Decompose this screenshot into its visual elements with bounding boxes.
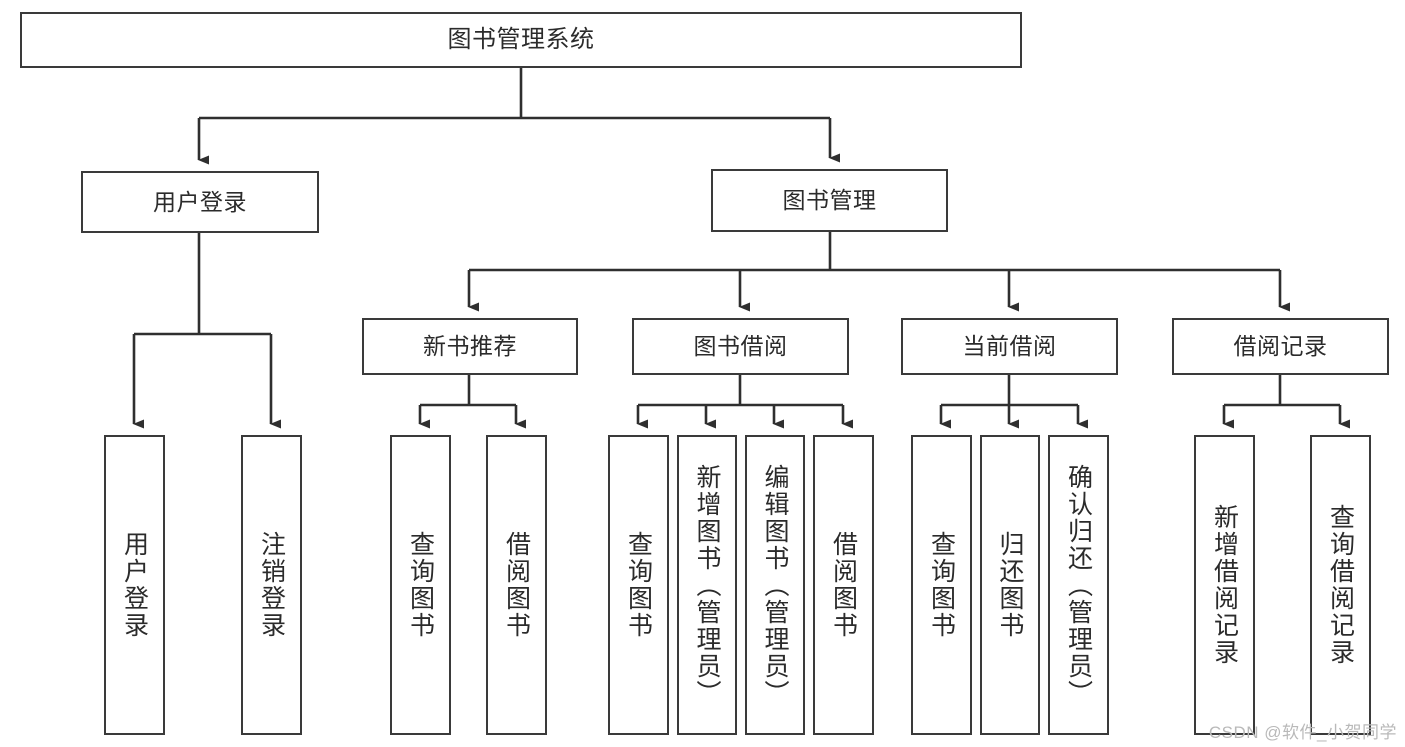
node-book-borrow-label: 图书借阅 bbox=[693, 333, 788, 359]
node-leaf-query-book-3[interactable]: 查询图书 bbox=[911, 435, 972, 735]
node-book-management[interactable]: 图书管理 bbox=[711, 169, 948, 232]
node-borrow-record[interactable]: 借阅记录 bbox=[1172, 318, 1389, 375]
node-leaf-query-book-1-label: 查询图书 bbox=[406, 531, 435, 639]
node-leaf-borrow-book-1-label: 借阅图书 bbox=[502, 531, 531, 639]
node-user-login[interactable]: 用户登录 bbox=[81, 171, 319, 233]
node-leaf-edit-book-admin[interactable]: 编辑图书（管理员） bbox=[745, 435, 805, 735]
node-book-management-label: 图书管理 bbox=[782, 187, 877, 213]
node-leaf-return-book-label: 归还图书 bbox=[996, 531, 1024, 639]
node-leaf-add-book-admin[interactable]: 新增图书（管理员） bbox=[677, 435, 737, 735]
node-leaf-logout-login-label: 注销登录 bbox=[257, 531, 286, 639]
node-leaf-confirm-return-admin-label: 确认归还（管理员） bbox=[1064, 463, 1093, 707]
node-root-label: 图书管理系统 bbox=[447, 26, 595, 53]
node-leaf-query-book-2-label: 查询图书 bbox=[624, 531, 653, 639]
node-leaf-add-borrow-record[interactable]: 新增借阅记录 bbox=[1194, 435, 1255, 735]
node-new-book-recommend-label: 新书推荐 bbox=[423, 333, 517, 359]
node-book-borrow[interactable]: 图书借阅 bbox=[632, 318, 849, 375]
node-leaf-query-borrow-record-label: 查询借阅记录 bbox=[1326, 504, 1355, 666]
node-root-book-management-system[interactable]: 图书管理系统 bbox=[20, 12, 1022, 68]
node-leaf-query-book-2[interactable]: 查询图书 bbox=[608, 435, 669, 735]
node-leaf-query-borrow-record[interactable]: 查询借阅记录 bbox=[1310, 435, 1371, 735]
node-leaf-add-borrow-record-label: 新增借阅记录 bbox=[1210, 504, 1239, 666]
node-leaf-query-book-1[interactable]: 查询图书 bbox=[390, 435, 451, 735]
node-user-login-label: 用户登录 bbox=[153, 188, 247, 215]
node-leaf-edit-book-admin-label: 编辑图书（管理员） bbox=[761, 463, 789, 707]
node-leaf-confirm-return-admin[interactable]: 确认归还（管理员） bbox=[1048, 435, 1109, 735]
node-leaf-borrow-book-2[interactable]: 借阅图书 bbox=[813, 435, 874, 735]
node-new-book-recommend[interactable]: 新书推荐 bbox=[362, 318, 578, 375]
node-leaf-borrow-book-2-label: 借阅图书 bbox=[829, 531, 858, 639]
csdn-watermark: CSDN @软件_小贺同学 bbox=[1208, 723, 1397, 742]
node-current-borrow[interactable]: 当前借阅 bbox=[901, 318, 1118, 375]
node-current-borrow-label: 当前借阅 bbox=[962, 333, 1057, 359]
node-leaf-add-book-admin-label: 新增图书（管理员） bbox=[693, 463, 721, 707]
node-borrow-record-label: 借阅记录 bbox=[1233, 333, 1328, 359]
node-leaf-logout-login[interactable]: 注销登录 bbox=[241, 435, 302, 735]
node-leaf-borrow-book-1[interactable]: 借阅图书 bbox=[486, 435, 547, 735]
node-leaf-return-book[interactable]: 归还图书 bbox=[980, 435, 1040, 735]
node-leaf-user-login[interactable]: 用户登录 bbox=[104, 435, 165, 735]
node-leaf-user-login-label: 用户登录 bbox=[120, 531, 149, 639]
node-leaf-query-book-3-label: 查询图书 bbox=[927, 531, 956, 639]
